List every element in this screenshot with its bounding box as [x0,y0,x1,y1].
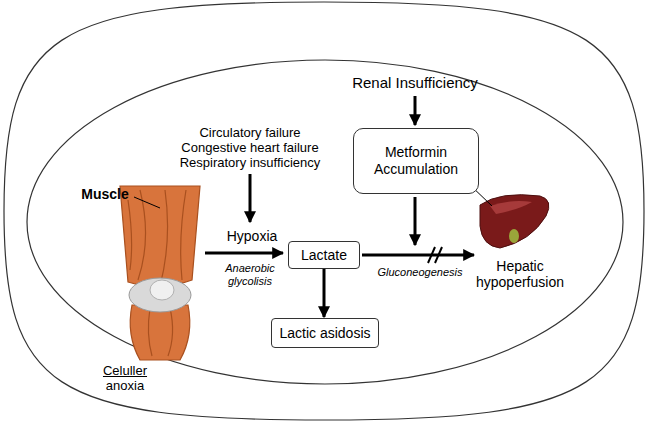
state-label: Hepatic hypoperfusion [465,258,575,290]
state-label: anoxia [106,379,144,394]
state-label: Celuller [103,364,147,379]
metformin-arrow [414,197,417,245]
cause-label: Renal Insufficiency [352,74,478,91]
box-text: Lactate [301,247,347,264]
cause-label: Respiratory insufficiency [180,156,321,171]
state-label: Hypoxia [227,228,278,244]
cause-label: Congestive heart failure [181,141,318,156]
process-box: Lactate [288,241,360,269]
box-text: Lactic asidosis [279,325,370,342]
part-label: Muscle [81,186,128,202]
cause-label: Circulatory failure [199,126,300,141]
blocked-arrow [362,254,474,257]
flow-arrow [323,269,326,317]
process-note: Gluconeogenesis [377,266,462,279]
outer-ring [4,2,644,420]
block-marks [428,247,442,263]
inner-ring [27,60,623,384]
cause-arrow [249,174,252,222]
process-box: Metformin Accumulation [353,128,479,194]
renal-arrow [414,96,417,125]
muscle-leader [134,197,160,208]
box-text: Metformin Accumulation [354,144,478,178]
hypoxia-arrow [205,252,283,255]
leg-muscle-illustration [120,186,200,360]
liver-illustration [480,195,549,248]
process-box: Lactic asidosis [271,318,379,348]
process-note: Anaerobic glycolisis [215,262,285,287]
